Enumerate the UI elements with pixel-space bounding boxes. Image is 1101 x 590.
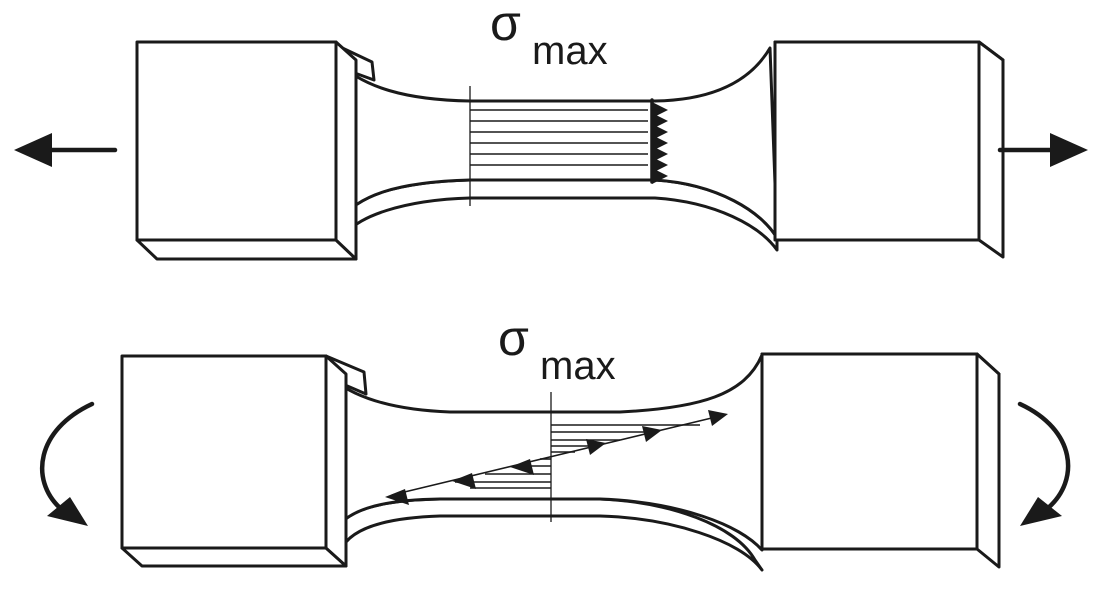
stress-arrowhead (652, 113, 668, 129)
stress-arrowhead (652, 135, 668, 151)
bending-right-grip-side (975, 352, 1001, 569)
right-arrowhead (1050, 133, 1088, 167)
stress-arrowhead (652, 124, 668, 140)
bending-stress-envelope (391, 415, 721, 496)
tension-right-grip (773, 40, 1005, 259)
stress-arrowhead (652, 146, 668, 162)
bending-specimen: σ max (39, 310, 1071, 572)
tension-right-grip-front (773, 40, 981, 242)
right-pull-arrow (997, 133, 1088, 167)
stress-arrowhead (642, 426, 662, 442)
tension-stress-distribution (469, 86, 668, 206)
bending-left-grip-side (324, 354, 348, 568)
stress-arrowhead (652, 102, 668, 118)
stress-arrowhead (652, 157, 668, 173)
bending-left-grip-front (120, 354, 328, 550)
left-moment-arrowhead (47, 497, 88, 526)
bending-left-grip-bottom (120, 546, 348, 568)
tension-left-grip (135, 40, 358, 261)
tension-sigma-subscript: max (532, 29, 608, 73)
left-moment-arrow (39, 401, 95, 526)
bending-sigma-subscript: max (540, 344, 616, 388)
bending-right-grip-front (760, 352, 979, 551)
tension-left-grip-bottom (135, 238, 358, 261)
stress-arrowhead (385, 489, 409, 505)
bending-left-grip (120, 354, 348, 568)
tension-sigma-symbol: σ (490, 0, 521, 51)
stress-arrowhead (510, 459, 534, 475)
tension-left-grip-front (135, 40, 338, 242)
right-moment-arrowhead (1020, 497, 1062, 526)
stress-arrowhead (652, 168, 668, 184)
right-moment-arrow (1017, 401, 1071, 526)
bending-right-grip (760, 352, 1001, 569)
bending-stress-distribution (385, 392, 728, 522)
bending-sigma-symbol: σ (498, 310, 529, 366)
tension-specimen: σ max (14, 0, 1088, 261)
tension-left-grip-side (334, 40, 358, 261)
stress-arrowhead (586, 439, 606, 455)
left-arrowhead (14, 133, 52, 167)
stress-arrowhead (452, 473, 476, 489)
left-pull-arrow (14, 133, 118, 167)
stress-arrowhead (708, 410, 728, 426)
